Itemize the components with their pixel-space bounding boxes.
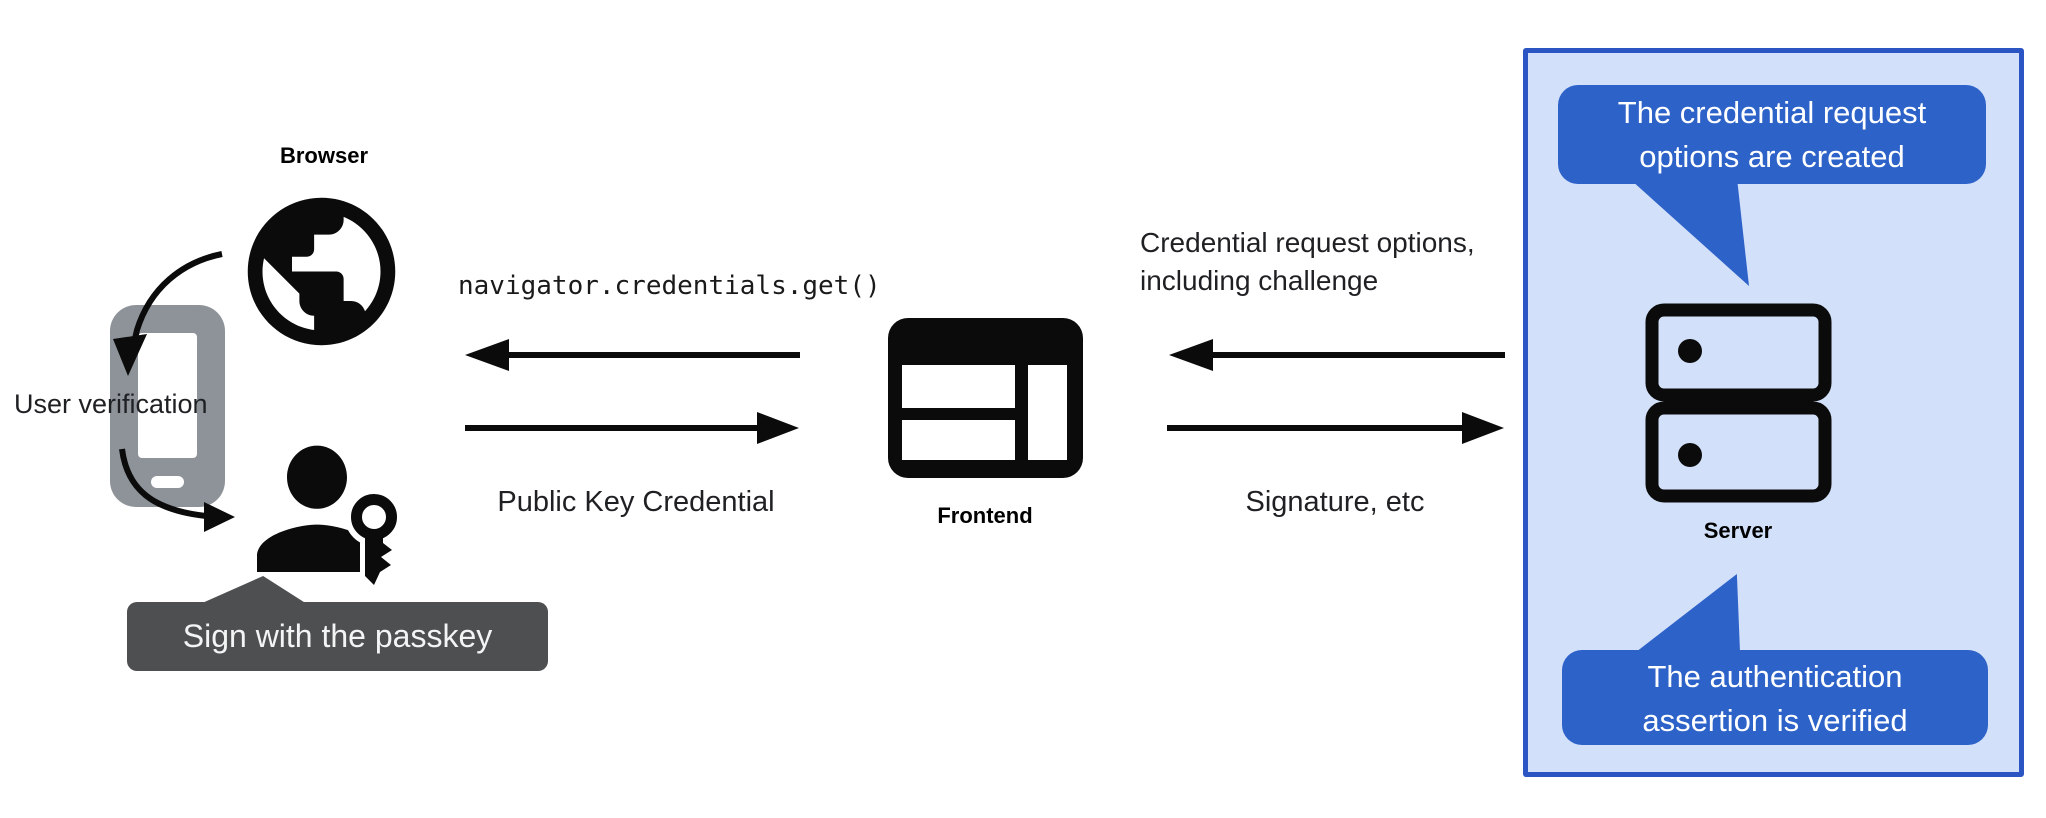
callout-top-line1: The credential request bbox=[1617, 95, 1927, 130]
server-label: Server bbox=[1703, 518, 1773, 543]
credential-request-options-label: Credential request options, including ch… bbox=[1140, 224, 1475, 300]
user-verification-label: User verification bbox=[14, 389, 208, 419]
arrow-frontend-to-server bbox=[1167, 412, 1504, 444]
public-key-credential-label: Public Key Credential bbox=[497, 486, 775, 518]
credential-request-options-line2: including challenge bbox=[1140, 265, 1379, 296]
frontend-label: Frontend bbox=[937, 503, 1033, 528]
callout-credential-request-created: The credential request options are creat… bbox=[1558, 85, 1986, 184]
tooltip-pointer bbox=[200, 576, 307, 604]
callout-assertion-verified: The authentication assertion is verified bbox=[1562, 650, 1988, 745]
frontend-window-icon bbox=[888, 318, 1083, 478]
browser-label: Browser bbox=[279, 143, 369, 168]
credentials-get-code-label: navigator.credentials.get() bbox=[458, 271, 881, 301]
person-icon bbox=[257, 445, 377, 572]
callout-bottom-line2: assertion is verified bbox=[1642, 703, 1908, 738]
key-icon bbox=[345, 488, 403, 594]
curved-arrow-phone-to-person bbox=[119, 448, 235, 532]
arrow-server-to-frontend bbox=[1169, 339, 1505, 371]
arrow-frontend-to-browser bbox=[465, 339, 800, 371]
signature-label: Signature, etc bbox=[1245, 486, 1425, 518]
callout-bottom-line1: The authentication bbox=[1647, 659, 1903, 694]
sign-with-passkey-tooltip: Sign with the passkey bbox=[127, 602, 548, 671]
curved-arrow-browser-to-phone bbox=[113, 251, 223, 376]
arrow-browser-to-frontend bbox=[465, 412, 799, 444]
globe-icon bbox=[247, 197, 396, 346]
callout-top-line2: options are created bbox=[1639, 139, 1905, 174]
credential-request-options-line1: Credential request options, bbox=[1140, 227, 1475, 258]
